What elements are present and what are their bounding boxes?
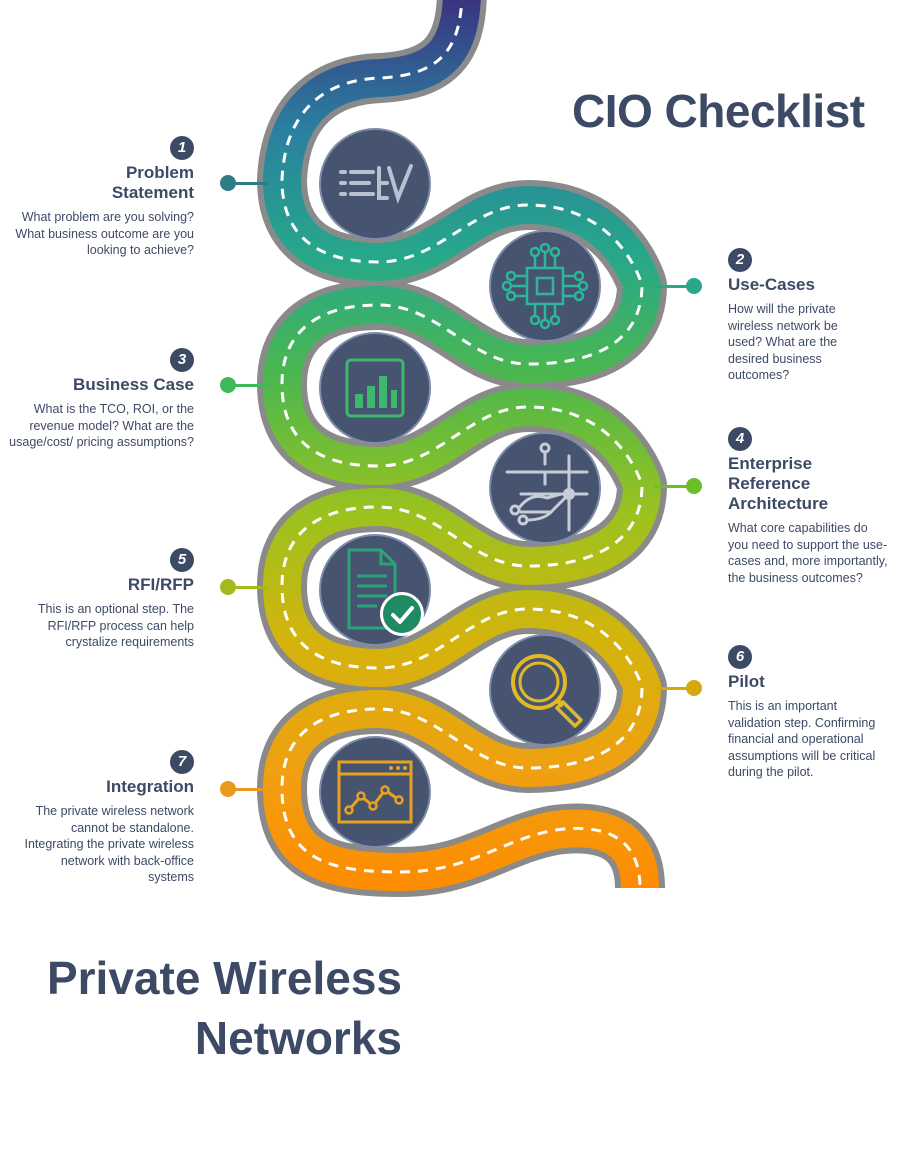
connector-dot-4 [686,478,702,494]
connector-4 [655,485,693,488]
connector-dot-3 [220,377,236,393]
step-title-7: Integration [106,777,194,796]
step-number-1: 1 [170,136,194,160]
step-number-4: 4 [728,427,752,451]
icon-circle-3 [321,334,429,442]
connector-dot-1 [220,175,236,191]
step-desc-3: What is the TCO, ROI, or the revenue mod… [9,402,194,449]
step-desc-6: This is an important validation step. Co… [728,699,876,779]
connector-dot-7 [220,781,236,797]
cio-checklist-title: CIO Checklist [572,85,865,137]
step-desc-7: The private wireless network cannot be s… [24,804,194,884]
network-architecture-icon [505,442,589,532]
icon-circle-4 [491,434,599,542]
connector-dot-2 [686,278,702,294]
connector-3 [228,384,268,387]
connector-dot-6 [686,680,702,696]
dashboard-chart-icon [337,760,413,824]
icon-circle-6 [491,636,599,744]
step-title-6: Pilot [728,672,765,691]
step-3: 3 Business Case What is the TCO, ROI, or… [8,348,194,451]
step-2: 2 Use-Cases How will the private wireles… [728,248,890,384]
step-number-7: 7 [170,750,194,774]
checklist-icon [339,164,413,205]
step-title-5: RFI/RFP [127,575,194,594]
title-line-2: Networks [194,1012,402,1064]
step-number-5: 5 [170,548,194,572]
step-number-2: 2 [728,248,752,272]
magnifier-icon [511,654,583,728]
step-desc-4: What core capabilities do you need to su… [728,521,888,585]
step-title-2: Use-Cases [728,275,815,294]
step-desc-2: How will the private wireless network be… [728,302,838,382]
step-desc-1: What problem are you solving? What busin… [15,210,194,257]
step-number-6: 6 [728,645,752,669]
step-title-1: Problem Statement [111,163,194,202]
check-badge-icon [380,592,424,636]
microchip-icon [501,242,589,330]
step-4: 4 Enterprise Reference Architecture What… [728,427,890,586]
icon-circle-2 [491,232,599,340]
icon-circle-7 [321,738,429,846]
connector-7 [228,788,268,791]
step-5: 5 RFI/RFP This is an optional step. The … [8,548,194,651]
step-1: 1 Problem Statement What problem are you… [8,136,194,259]
bar-chart-icon [345,358,405,418]
connector-1 [228,182,268,185]
title-line-1: Private Wireless [46,952,402,1004]
step-title-4: Enterprise Reference Architecture [728,454,829,513]
connector-5 [228,586,268,589]
connector-2 [655,285,693,288]
step-title-3: Business Case [73,375,194,394]
step-desc-5: This is an optional step. The RFI/RFP pr… [37,602,194,649]
step-6: 6 Pilot This is an important validation … [728,645,890,781]
private-wireless-title: Private Wireless Networks [22,948,402,1068]
step-number-3: 3 [170,348,194,372]
icon-circle-1 [321,130,429,238]
connector-dot-5 [220,579,236,595]
connector-6 [655,687,693,690]
step-7: 7 Integration The private wireless netwo… [8,750,194,886]
